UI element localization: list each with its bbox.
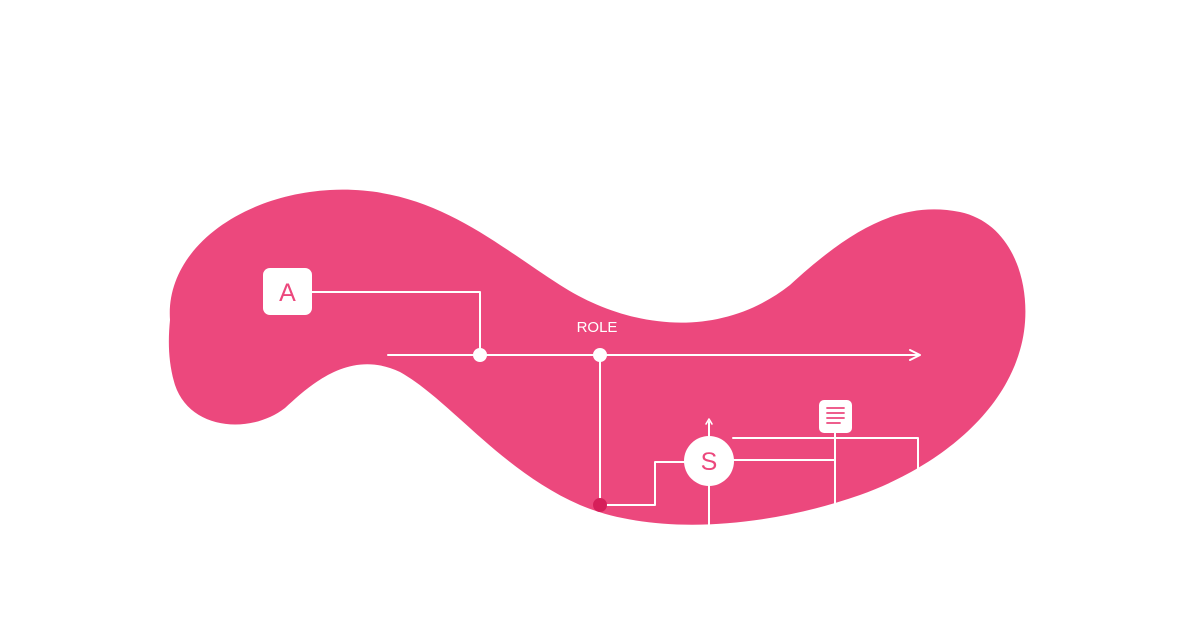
s-node-circle	[684, 436, 734, 486]
document-icon-box	[819, 400, 852, 433]
a-node-box	[263, 268, 312, 315]
document-lines-icon	[819, 400, 852, 433]
role-label: ROLE	[577, 319, 618, 336]
junction-dot-bottom	[593, 498, 607, 512]
s-node: S	[684, 436, 734, 486]
main-arrow-head	[909, 349, 921, 361]
junction-dot-a	[473, 348, 487, 362]
a-node: A	[263, 268, 312, 315]
small-up-arrow-head	[705, 418, 713, 425]
s-node-letter: S	[701, 448, 718, 476]
connector-s-to-right-upper	[732, 437, 919, 479]
connector-step-to-s	[599, 461, 686, 506]
connector-a-to-junction	[311, 291, 481, 356]
a-node-letter: A	[279, 279, 296, 307]
junction-dot-role	[593, 348, 607, 362]
